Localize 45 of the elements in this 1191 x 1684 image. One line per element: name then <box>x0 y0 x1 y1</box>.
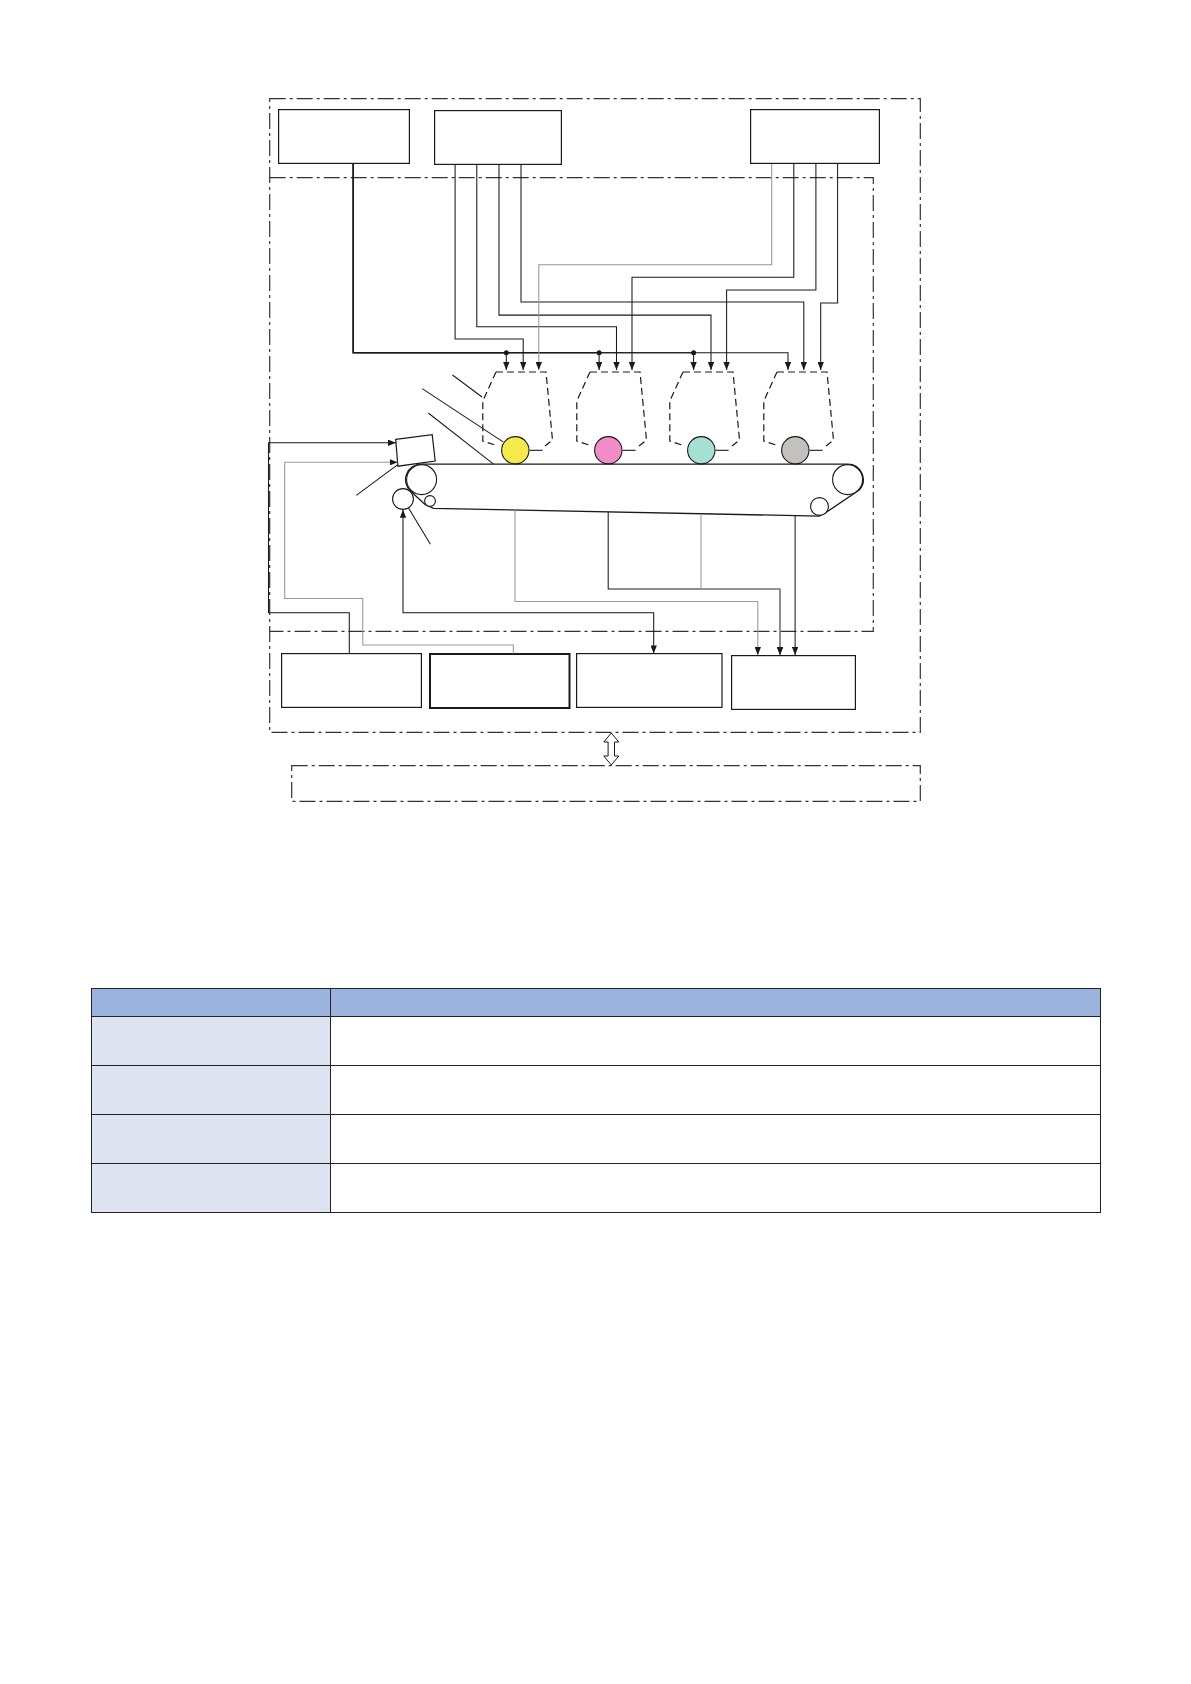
roller-icon <box>391 486 415 511</box>
block-box <box>429 653 571 710</box>
arrow <box>498 163 715 371</box>
leader-line <box>355 464 399 496</box>
boundary-frame <box>269 177 874 632</box>
cartridge-outline <box>762 370 834 447</box>
drum-icon <box>592 434 637 466</box>
transfer-belt <box>404 462 865 519</box>
arrow <box>476 163 620 371</box>
leader-line <box>451 374 483 398</box>
roller-icon <box>831 463 865 497</box>
arrow <box>454 163 527 371</box>
block-box <box>731 655 856 710</box>
leader-line <box>408 507 431 545</box>
arrow <box>817 163 839 371</box>
arrow <box>284 459 514 654</box>
leader-line <box>427 412 495 465</box>
roller-icon <box>423 494 437 509</box>
arrow <box>352 163 792 371</box>
cartridge-outline <box>482 370 553 447</box>
arrow <box>791 515 799 656</box>
drum-icon <box>499 434 544 466</box>
hollow-double-arrow <box>603 732 620 766</box>
block-box <box>750 109 880 164</box>
cartridge-outline <box>575 370 647 447</box>
leader-line <box>421 388 504 443</box>
drum-icon <box>779 434 824 466</box>
block-box <box>281 653 422 709</box>
drum-icon <box>686 434 730 466</box>
arrow <box>628 163 795 371</box>
block-box <box>433 109 562 165</box>
arrow <box>535 163 773 371</box>
boundary-frame <box>269 98 921 733</box>
cartridge-outline <box>669 370 740 447</box>
arrow <box>520 163 807 371</box>
double-headed-arrow <box>399 509 657 654</box>
arrow <box>700 513 784 656</box>
boundary-frame <box>291 765 921 802</box>
block-box <box>278 109 410 164</box>
roller-icon <box>404 463 438 497</box>
roller-icon <box>808 496 830 518</box>
arrow <box>514 509 761 656</box>
arrow <box>267 439 397 654</box>
block-box <box>575 653 723 709</box>
arrow <box>723 163 817 371</box>
